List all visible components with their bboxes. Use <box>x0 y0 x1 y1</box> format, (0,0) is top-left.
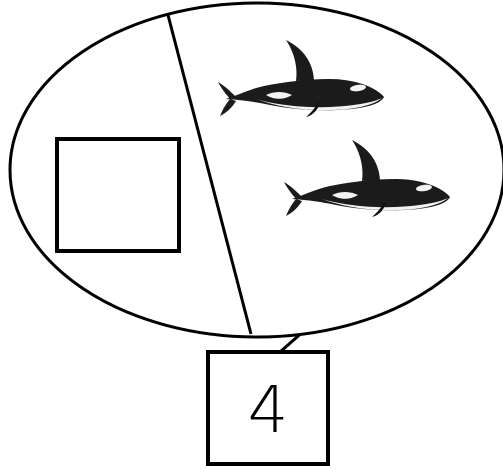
parts-ellipse <box>8 1 503 339</box>
whole-box <box>206 350 330 466</box>
left-part-answer-box[interactable] <box>55 137 181 253</box>
part-divider <box>166 14 253 335</box>
whole-value: 4 <box>248 374 289 448</box>
